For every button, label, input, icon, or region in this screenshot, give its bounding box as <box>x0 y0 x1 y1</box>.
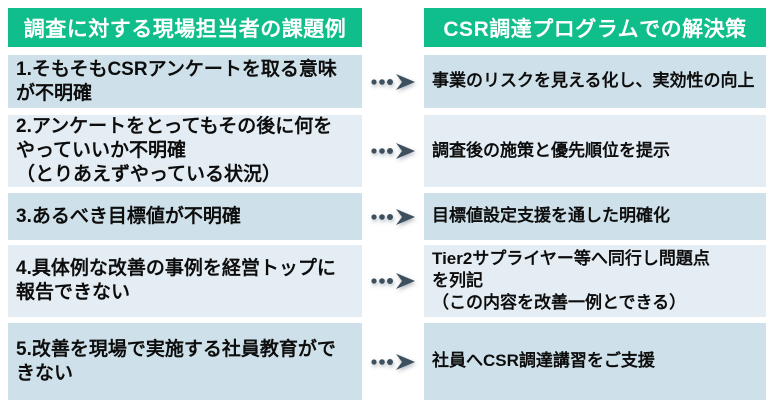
challenge-3: 3.あるべき目標値が不明確 <box>8 193 362 240</box>
arrow-cell <box>362 55 424 108</box>
header-spacer <box>362 8 424 47</box>
header-row: 調査に対する現場担当者の課題例 CSR調達プログラムでの解決策 <box>8 8 766 47</box>
solution-5: 社員へCSR調達講習をご支援 <box>424 323 766 400</box>
arrow-cell <box>362 115 424 187</box>
diagram-row: 2.アンケートをとってもその後に何を やっていいか不明確 （とりあえずやっている… <box>8 115 766 187</box>
diagram-row: 4.具体例な改善の事例を経営トップに 報告できない Tier2サプライヤー等へ同… <box>8 245 766 317</box>
diagram-row: 5.改善を現場で実施する社員教育がで きない 社員へCSR調達講習をご支援 <box>8 323 766 400</box>
challenges-header: 調査に対する現場担当者の課題例 <box>8 8 362 47</box>
arrow-cell <box>362 323 424 400</box>
solution-2: 調査後の施策と優先順位を提示 <box>424 115 766 187</box>
solution-3: 目標値設定支援を通した明確化 <box>424 193 766 240</box>
dotted-arrow-right-icon <box>371 73 415 90</box>
diagram-row: 1.そもそもCSRアンケートを取る意味 が不明確 事業のリスクを見える化し、実効… <box>8 55 766 108</box>
dotted-arrow-right-icon <box>371 273 415 289</box>
challenge-1: 1.そもそもCSRアンケートを取る意味 が不明確 <box>8 55 362 108</box>
arrow-cell <box>362 193 424 240</box>
challenge-5: 5.改善を現場で実施する社員教育がで きない <box>8 323 362 400</box>
diagram-row: 3.あるべき目標値が不明確 目標値設定支援を通した明確化 <box>8 193 766 240</box>
solutions-header: CSR調達プログラムでの解決策 <box>424 8 766 47</box>
challenge-2: 2.アンケートをとってもその後に何を やっていいか不明確 （とりあえずやっている… <box>8 115 362 187</box>
dotted-arrow-right-icon <box>371 208 415 225</box>
solution-4: Tier2サプライヤー等へ同行し問題点 を列記 （この内容を改善一例とできる） <box>424 245 766 317</box>
dotted-arrow-right-icon <box>371 143 415 159</box>
challenge-4: 4.具体例な改善の事例を経営トップに 報告できない <box>8 245 362 317</box>
dotted-arrow-right-icon <box>371 353 415 370</box>
arrow-cell <box>362 245 424 317</box>
solution-1: 事業のリスクを見える化し、実効性の向上 <box>424 55 766 108</box>
